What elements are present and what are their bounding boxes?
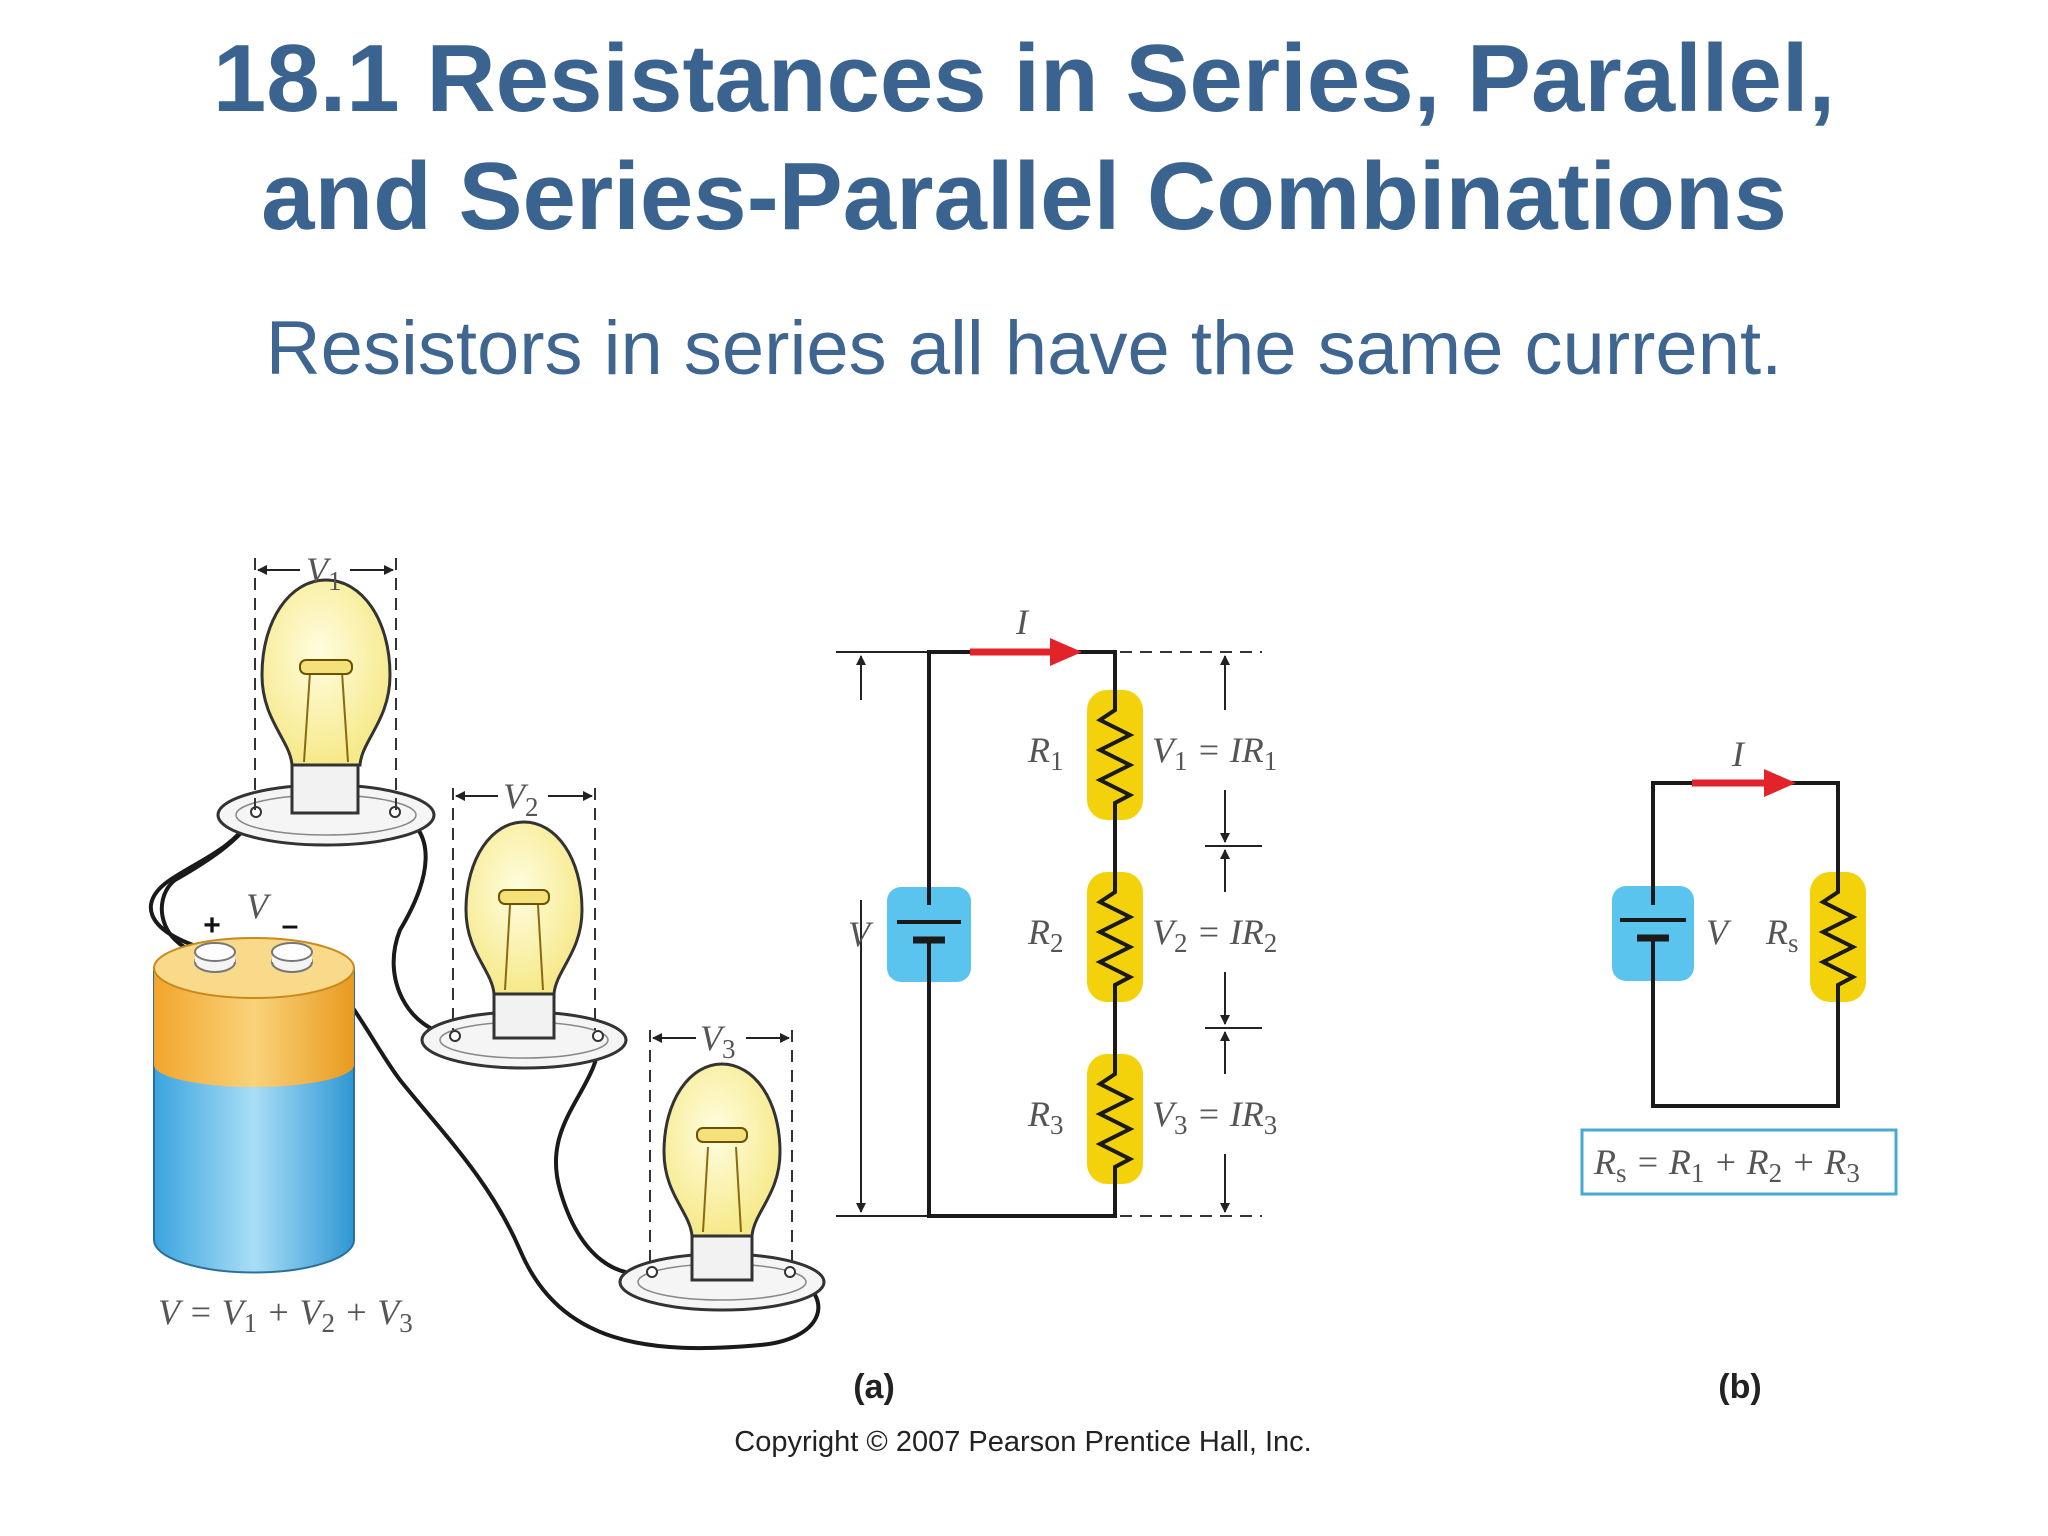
slide-title: 18.1 Resistances in Series, Parallel, an…	[0, 20, 2048, 256]
battery	[153, 937, 355, 1274]
title-line-2: and Series-Parallel Combinations	[261, 143, 1787, 250]
copyright-notice: Copyright © 2007 Pearson Prentice Hall, …	[734, 1426, 1312, 1458]
resistor-r2-label: R2	[1027, 912, 1064, 958]
schematic-a-source-label: V	[848, 914, 874, 954]
schematic-b-current-label: I	[1731, 734, 1746, 774]
battery-voltage-label: V	[246, 886, 272, 926]
resistor-r1	[1087, 690, 1143, 820]
slide-subtitle: Resistors in series all have the same cu…	[265, 306, 1783, 391]
resistor-r3	[1087, 1054, 1143, 1184]
schematic-a: V I R1 R2 R3	[836, 602, 1277, 1218]
wire-batt-plus-lead	[159, 813, 257, 957]
schematic-a-battery	[887, 652, 971, 1216]
resistor-rs-label: Rs	[1765, 912, 1799, 958]
pictorial-circuit: V + – V = V1 + V2 + V3	[148, 550, 826, 1351]
battery-plus-sign: +	[203, 909, 221, 942]
bulb3-voltage-bracket	[649, 1030, 793, 1270]
title-line-1: 18.1 Resistances in Series, Parallel,	[212, 25, 1836, 132]
resistor-r1-label: R1	[1027, 730, 1064, 776]
bulb2-voltage-bracket	[452, 788, 596, 1030]
resistor-r3-label: R3	[1027, 1094, 1064, 1140]
wire-bulb1-to-bulb2	[391, 810, 453, 1037]
resistor-r2	[1087, 872, 1143, 1002]
bulb2-voltage-label: V2	[503, 776, 539, 822]
bulb1-voltage-label: V1	[306, 550, 342, 596]
schematic-b-source-label: V	[1706, 912, 1732, 952]
wire-bulb2-to-bulb3	[553, 1034, 653, 1276]
v3-equals-ir3-label: V3 = IR3	[1152, 1094, 1277, 1140]
schematic-b-battery	[1612, 783, 1694, 1106]
light-bulb-2	[420, 820, 628, 1070]
v2-equals-ir2-label: V2 = IR2	[1152, 912, 1277, 958]
caption-a: (a)	[853, 1368, 895, 1406]
equivalent-resistance-box	[1580, 1128, 1898, 1196]
battery-minus-sign: –	[282, 909, 299, 942]
light-bulb-3	[618, 1062, 826, 1312]
schematic-a-current-label: I	[1015, 602, 1030, 642]
bulb1-voltage-bracket	[254, 558, 397, 810]
schematic-b: V Rs I Rs = R1 + R2 + R3	[1580, 734, 1898, 1196]
resistor-rs	[1810, 872, 1866, 1002]
caption-b: (b)	[1718, 1368, 1761, 1406]
battery-sum-equation: V = V1 + V2 + V3	[158, 1292, 413, 1338]
light-bulb-1	[216, 578, 436, 847]
equivalent-resistance-equation: Rs = R1 + R2 + R3	[1593, 1142, 1860, 1188]
v1-equals-ir1-label: V1 = IR1	[1152, 730, 1277, 776]
wire-bulb3-to-batt-minus	[303, 953, 821, 1351]
bulb3-voltage-label: V3	[700, 1018, 736, 1064]
